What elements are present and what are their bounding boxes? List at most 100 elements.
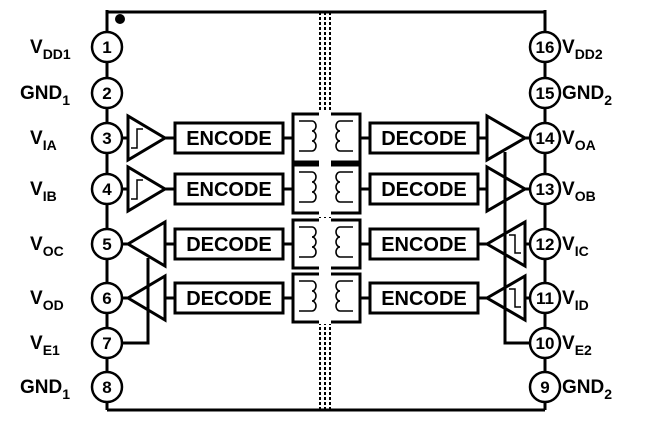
isolation-barrier	[319, 12, 331, 410]
transformer-icon	[291, 163, 362, 215]
schmitt-trigger-icon	[131, 128, 143, 149]
pin-circle	[528, 76, 562, 110]
pin-label: VIC	[562, 234, 589, 259]
pin-label-sub: ID	[575, 297, 589, 313]
left-block-label: ENCODE	[186, 179, 272, 201]
left-block	[173, 121, 285, 155]
left-block-label: DECODE	[186, 234, 272, 256]
pin-circle	[528, 227, 562, 261]
enable-lines	[122, 152, 530, 345]
channel-4: DECODE ENCODE	[122, 272, 530, 324]
output-buffer	[485, 113, 528, 163]
pin-circle	[90, 227, 124, 261]
schmitt-trigger-icon	[509, 234, 521, 254]
pin-circle	[528, 121, 562, 155]
pin-circle	[528, 281, 562, 315]
pin-label: VIB	[30, 179, 57, 204]
pin-6: 6 VOD	[30, 281, 124, 315]
pin-label: VOB	[562, 179, 596, 204]
pin-label-main: V	[562, 234, 575, 255]
pin-circle	[90, 30, 124, 64]
pin-number: 11	[536, 289, 554, 308]
pin-number: 5	[102, 235, 111, 254]
pin-label-sub: E1	[43, 342, 60, 358]
schmitt-trigger-icon	[131, 179, 143, 200]
right-block-label: DECODE	[381, 128, 467, 150]
pin-label-main: V	[562, 128, 575, 149]
pin-circle	[528, 370, 562, 404]
pin-label-main: GND	[20, 377, 62, 398]
channel-3: DECODE ENCODE	[122, 218, 530, 270]
left-block-label: DECODE	[186, 288, 272, 310]
pin-number: 10	[536, 334, 555, 353]
pin-label-sub: 1	[62, 92, 70, 108]
pin-14: 14 VOA	[528, 121, 596, 155]
pin-label: VE2	[562, 333, 592, 358]
pin-label: VE1	[30, 333, 60, 358]
pin-number: 1	[102, 38, 111, 57]
pin-number: 14	[536, 129, 555, 148]
pin-label-main: GND	[562, 83, 604, 104]
pin-number: 12	[536, 235, 555, 254]
pin1-indicator-dot	[115, 14, 125, 24]
pin-number: 16	[536, 38, 555, 57]
pin-circle	[90, 121, 124, 155]
pin-number: 15	[536, 84, 555, 103]
pin-label-main: V	[562, 288, 575, 309]
pin-label-sub: OD	[43, 297, 64, 313]
pin-label-main: V	[562, 179, 575, 200]
right-block	[368, 172, 480, 206]
pin-label-main: V	[562, 333, 575, 354]
pin-label-main: GND	[20, 83, 62, 104]
right-block	[368, 227, 480, 261]
transformer-icon	[291, 112, 362, 164]
pin-label-main: V	[30, 128, 43, 149]
pin-number: 8	[102, 378, 111, 397]
pin-10: 10 VE2	[528, 326, 592, 360]
pin-circle	[90, 281, 124, 315]
right-block	[368, 281, 480, 315]
pin-label-main: GND	[562, 377, 604, 398]
schmitt-input-buffer	[126, 164, 168, 214]
pin-number: 6	[102, 289, 111, 308]
pin-label-sub: IB	[43, 188, 57, 204]
pin-12: 12 VIC	[528, 227, 589, 261]
left-block	[173, 281, 285, 315]
pin-3: 3 VIA	[30, 121, 124, 155]
pin-label: GND2	[562, 83, 612, 108]
pin-8: 8 GND1	[20, 370, 124, 404]
pin-label-sub: 2	[604, 92, 612, 108]
pin-label-main: V	[30, 37, 43, 58]
pin-label-sub: 2	[604, 386, 612, 402]
pin-number: 3	[102, 129, 111, 148]
pin-13: 13 VOB	[528, 172, 596, 206]
pin-label-main: V	[562, 37, 575, 58]
pin-label: GND2	[562, 377, 612, 402]
right-block-label: ENCODE	[381, 234, 467, 256]
pin-circle	[528, 326, 562, 360]
pin-label: VDD2	[562, 37, 603, 62]
pin-label-sub: IA	[43, 137, 57, 153]
pin-number: 13	[536, 180, 555, 199]
pin-15: 15 GND2	[528, 76, 612, 110]
pin-11: 11 VID	[528, 281, 589, 315]
pin-label: VIA	[30, 128, 57, 153]
pin-label-sub: 1	[62, 386, 70, 402]
pin-circle	[528, 172, 562, 206]
pin-label-main: V	[30, 288, 43, 309]
pin-label: GND1	[20, 83, 70, 108]
pin-circle	[90, 76, 124, 110]
transformer-icon	[291, 218, 362, 270]
pin-label: VOA	[562, 128, 596, 153]
pin-circle	[90, 370, 124, 404]
left-block	[173, 172, 285, 206]
right-block-label: ENCODE	[381, 288, 467, 310]
transformer-icon	[291, 272, 362, 324]
pin-16: 16 VDD2	[528, 30, 603, 64]
